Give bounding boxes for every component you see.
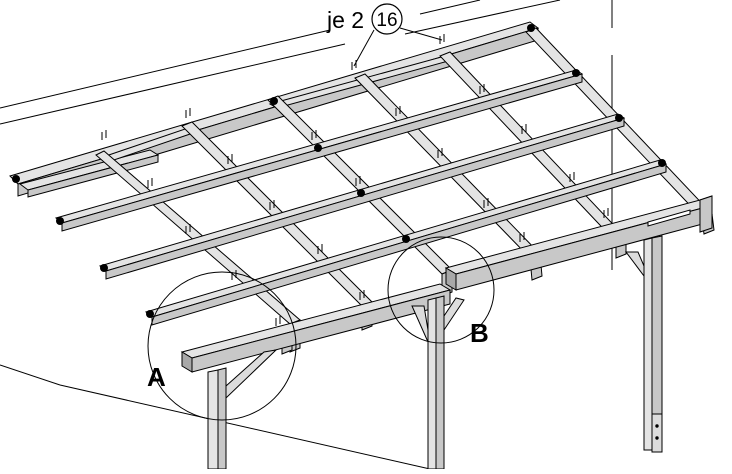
detail-circle-b	[387, 236, 495, 344]
roof-battens	[54, 69, 668, 326]
callout-leaders	[353, 27, 443, 67]
post-right	[643, 235, 663, 453]
front-beam	[180, 195, 713, 373]
callout-prefix-text: je 2	[326, 7, 364, 33]
detail-circle-a	[147, 271, 297, 421]
post-left	[207, 367, 227, 470]
post-anchor	[651, 413, 663, 453]
detail-label-b: B	[470, 318, 489, 348]
front-beam-left	[180, 283, 452, 373]
house-wall	[0, 0, 613, 470]
post-middle	[427, 295, 445, 470]
part-number-circle	[371, 3, 403, 35]
front-beam-right	[444, 199, 712, 291]
hanger-clips	[101, 34, 609, 326]
detail-label-a: A	[147, 362, 166, 392]
connector-bolts	[12, 24, 666, 318]
posts	[207, 235, 663, 470]
knee-braces	[225, 251, 645, 400]
part-number-text: 16	[376, 10, 397, 31]
